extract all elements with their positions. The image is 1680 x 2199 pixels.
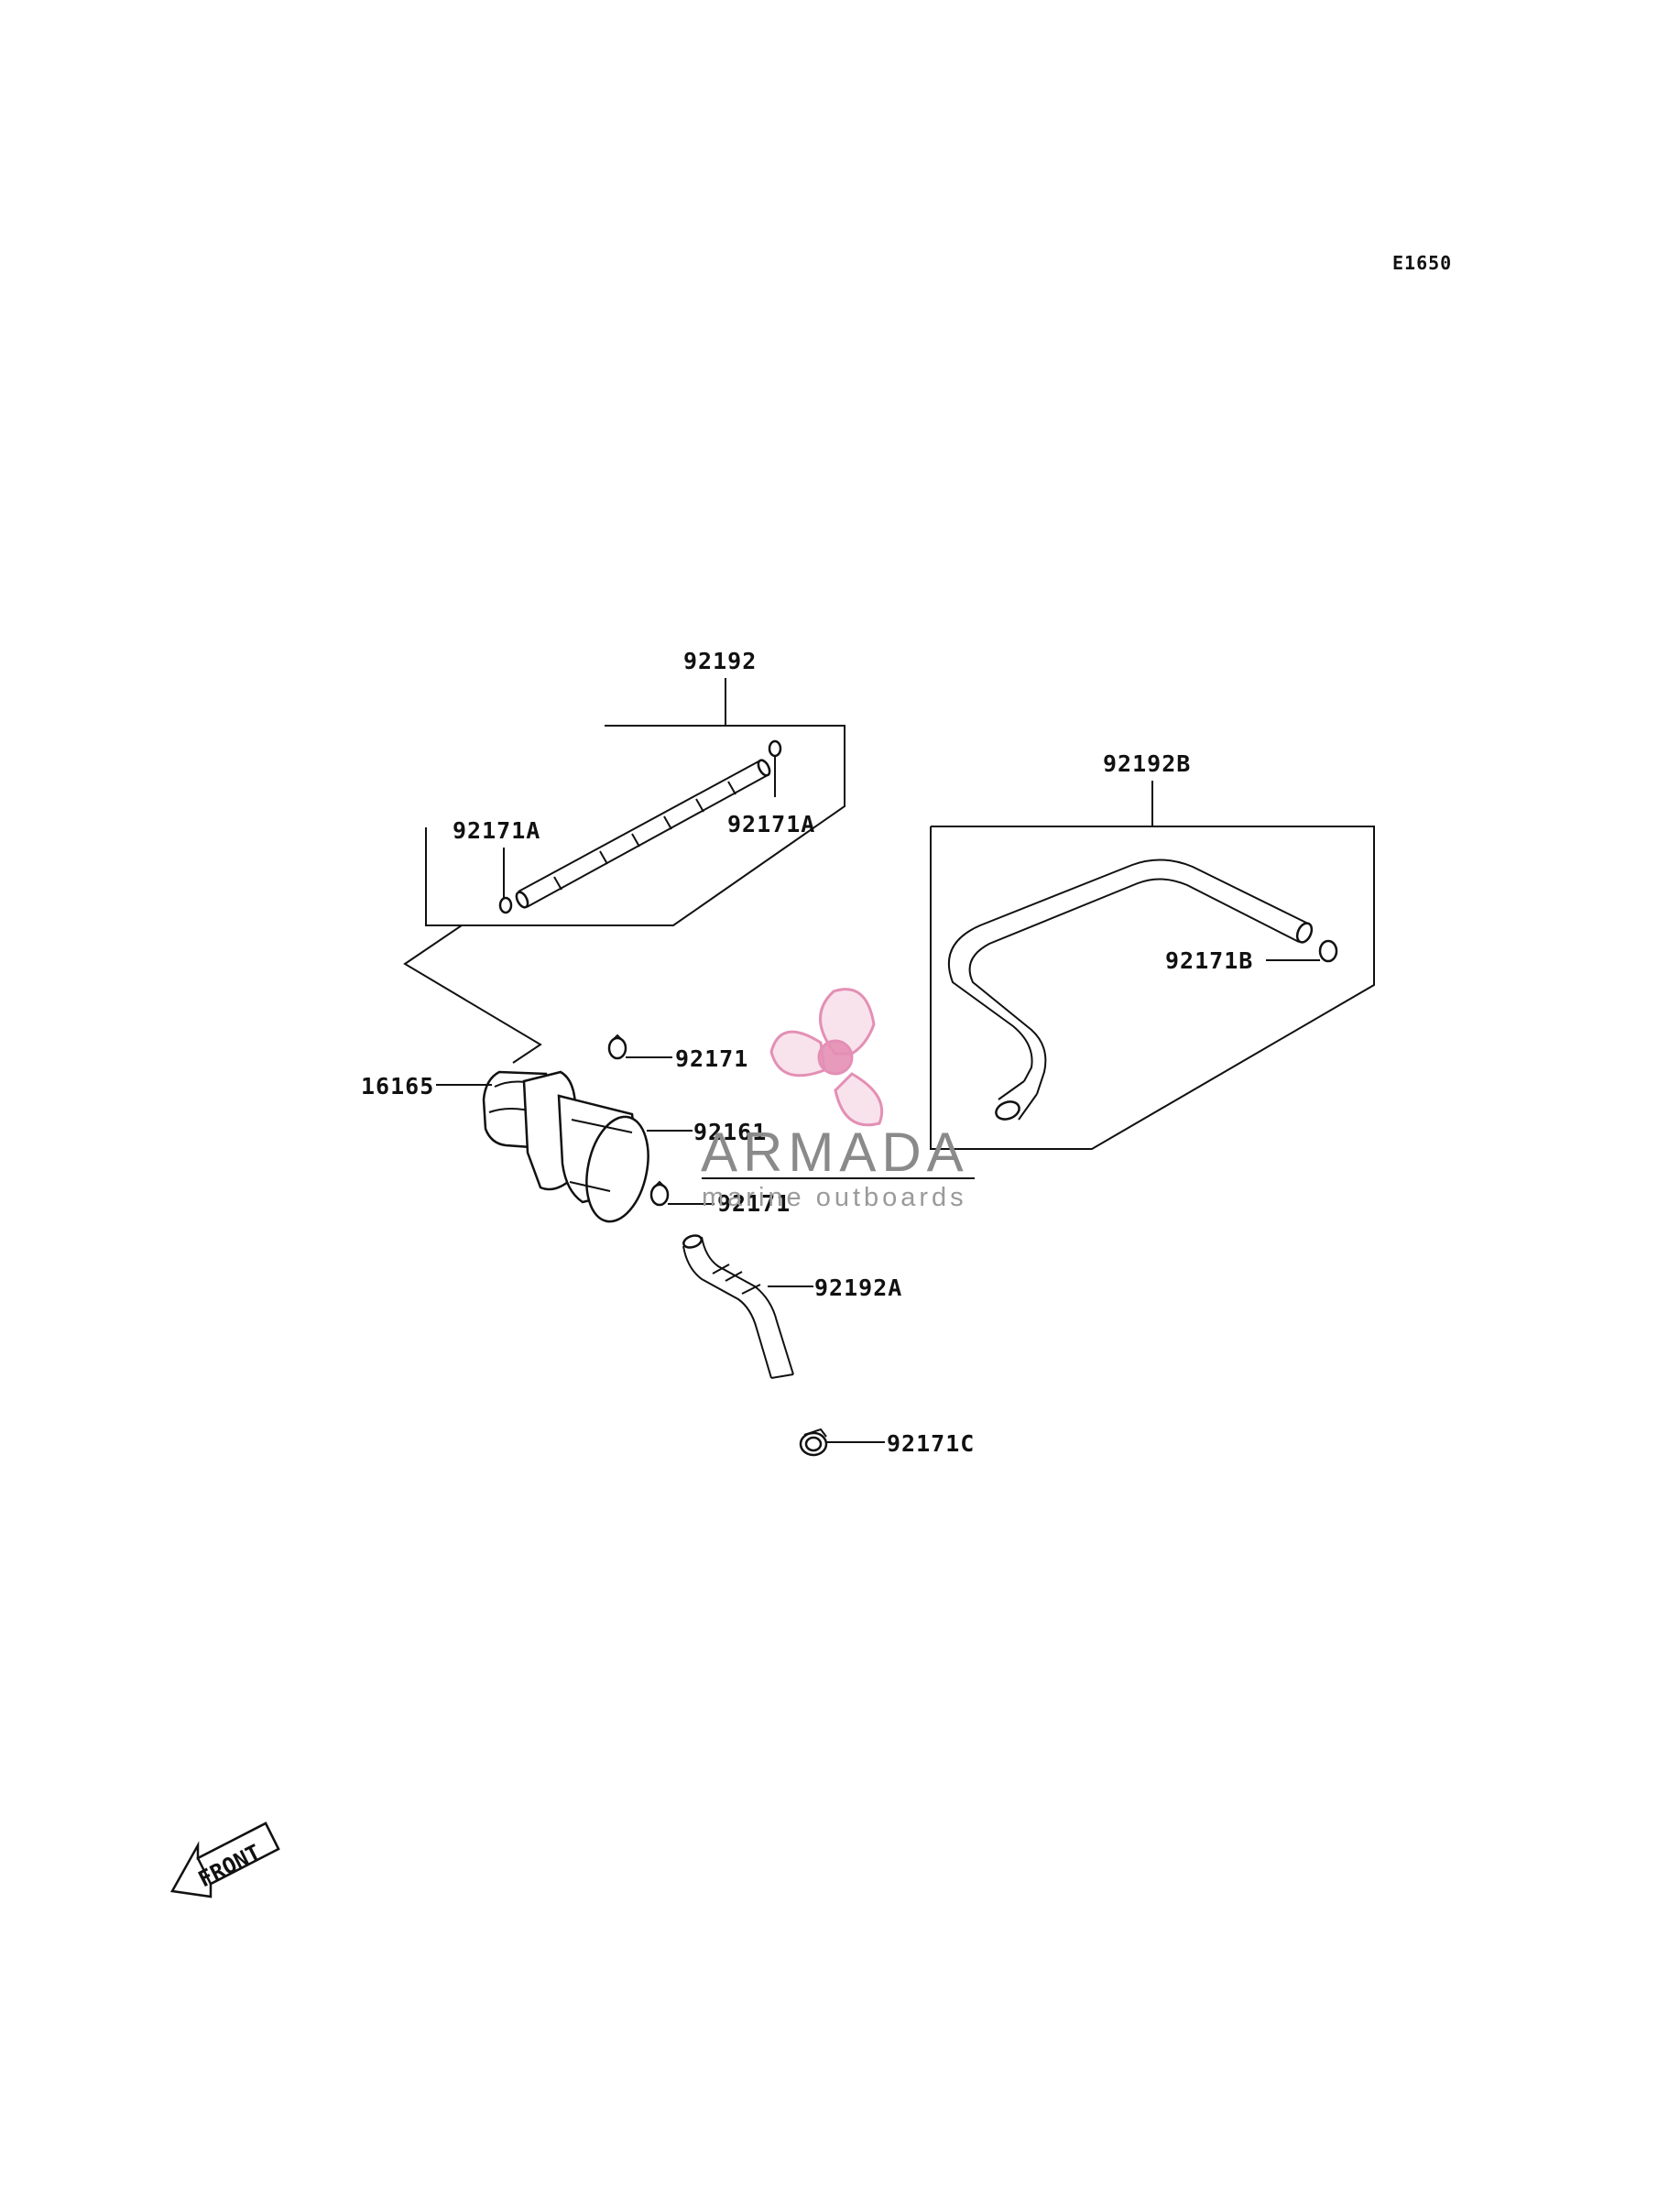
pipe-92192 (515, 759, 771, 909)
front-marker: FRONT (170, 1822, 280, 1898)
hose-92192B (947, 859, 1314, 1121)
group-92192B-frame (930, 826, 1375, 1150)
propeller-logo-icon (769, 988, 884, 1127)
label-92171C[interactable]: 92171C (887, 1430, 975, 1457)
clamp-92171C (799, 1428, 885, 1457)
label-92171-lower[interactable]: 92171 (717, 1190, 791, 1217)
label-92171-upper[interactable]: 92171 (675, 1045, 748, 1072)
label-92171A-right[interactable]: 92171A (727, 811, 815, 837)
filter-16165 (436, 1070, 577, 1191)
hose-92192A (682, 1234, 813, 1379)
watermark-title: ARMADA (701, 1121, 969, 1183)
filter-cover-92161 (557, 1094, 693, 1223)
connector-92192-16165 (403, 924, 542, 1064)
clamp-92171-upper (607, 1034, 672, 1060)
watermark-subtitle: marine outboards (702, 1183, 967, 1212)
group-92192B: 92192B 92171B (930, 750, 1375, 1150)
clamp-92171-lower (649, 1180, 715, 1207)
label-92192A[interactable]: 92192A (814, 1275, 902, 1301)
diagram-code: E1650 (1392, 252, 1452, 274)
label-92171B[interactable]: 92171B (1165, 947, 1253, 974)
label-92171A-left[interactable]: 92171A (453, 817, 540, 844)
watermark: ARMADA marine outboards (701, 988, 975, 1212)
label-16165[interactable]: 16165 (361, 1073, 434, 1100)
clamp-92171A-left (498, 848, 513, 914)
clamp-92171A-right (768, 739, 782, 797)
clamp-92171B (1266, 939, 1338, 963)
group-92192: 92192 92171A 92171A (403, 648, 845, 1064)
group-92192-frame (425, 725, 845, 926)
label-92161[interactable]: 92161 (693, 1119, 767, 1145)
label-92192B[interactable]: 92192B (1103, 750, 1191, 777)
front-arrow-icon (170, 1822, 280, 1898)
label-92192[interactable]: 92192 (683, 648, 757, 674)
